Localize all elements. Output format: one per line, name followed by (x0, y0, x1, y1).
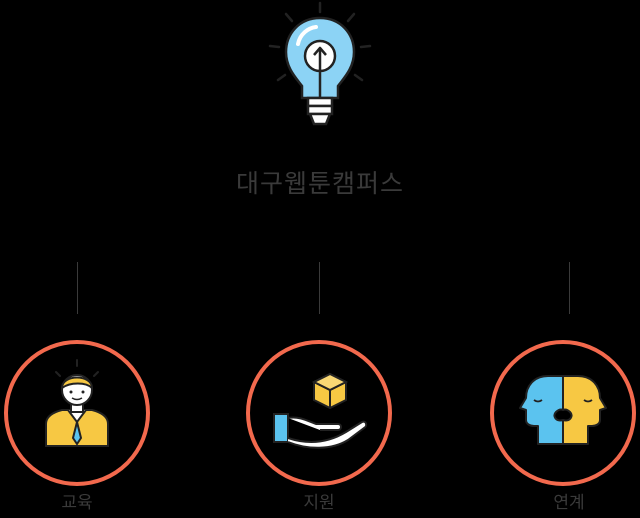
connector-line-center (319, 262, 320, 314)
hand-box-icon (273, 372, 368, 449)
diagram-title: 대구웹툰캠퍼스 (235, 169, 404, 198)
node-label-education: 교육 (61, 493, 93, 513)
node-label-support: 지원 (303, 493, 335, 513)
puzzle-heads-icon (519, 375, 607, 445)
teacher-icon (45, 359, 109, 447)
node-education (4, 340, 152, 488)
node-ring (246, 340, 392, 486)
lightbulb-icon (268, 1, 372, 126)
node-ring (4, 340, 150, 486)
connector-line-left (77, 262, 78, 314)
connector-line-right (569, 262, 570, 314)
node-support (246, 340, 394, 488)
node-connection (490, 340, 638, 488)
node-ring (490, 340, 636, 486)
node-label-connection: 연계 (553, 493, 585, 513)
